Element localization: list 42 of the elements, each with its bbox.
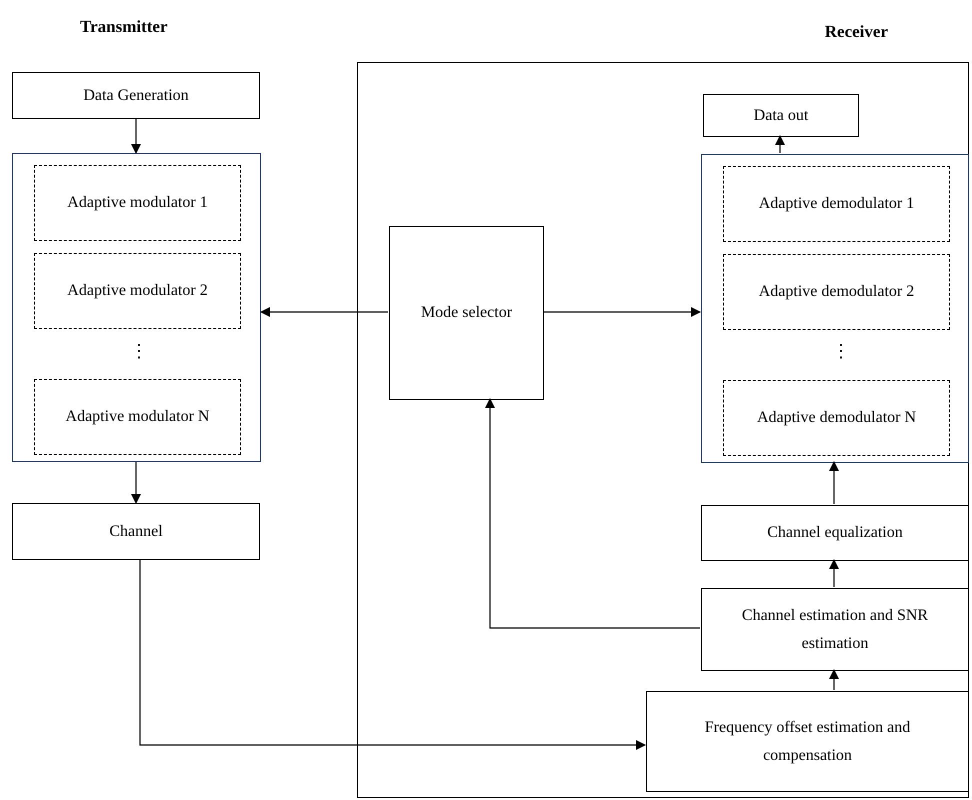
section-heading: Transmitter (80, 16, 168, 38)
block-label: Adaptive demodulator N (756, 408, 918, 428)
block-label: Mode selector (420, 303, 514, 323)
block-label: Channel (108, 522, 164, 542)
arrow (139, 560, 646, 750)
block-label: Data out (752, 106, 810, 126)
process-box (701, 505, 969, 561)
process-box (701, 588, 969, 671)
dashed-block (34, 253, 241, 329)
section-heading: Receiver (824, 21, 888, 43)
module-group-box (12, 153, 261, 462)
module-group-box (701, 154, 969, 463)
ellipsis-mark: ⋮ (130, 340, 148, 363)
dashed-block (34, 165, 241, 241)
process-box (646, 691, 969, 792)
dashed-block (34, 379, 241, 455)
process-box (703, 94, 859, 137)
block-label: Adaptive modulator 1 (66, 193, 209, 213)
block-label: Adaptive modulator 2 (66, 281, 209, 301)
block-label: Adaptive demodulator 1 (758, 194, 916, 214)
arrow (543, 307, 701, 317)
arrow (131, 119, 141, 154)
arrow (485, 398, 700, 629)
ellipsis-mark: ⋮ (832, 340, 850, 363)
block-label: Data Generation (82, 86, 190, 106)
dashed-block (723, 380, 950, 456)
arrow (131, 462, 141, 504)
block-label: Channel equalization (766, 523, 904, 543)
arrow (829, 669, 839, 690)
block-label: Channel estimation and SNR estimation (740, 606, 930, 654)
process-box (389, 226, 544, 400)
dashed-block (723, 166, 950, 242)
process-box (12, 503, 260, 560)
dashed-block (723, 254, 950, 330)
arrow (829, 461, 839, 504)
block-label: Adaptive modulator N (64, 407, 210, 427)
arrow (775, 135, 785, 153)
arrow (829, 559, 839, 587)
block-label: Frequency offset estimation and compensation (704, 718, 912, 766)
process-box (12, 72, 260, 119)
block-label: Adaptive demodulator 2 (758, 282, 916, 302)
arrow (260, 307, 388, 317)
